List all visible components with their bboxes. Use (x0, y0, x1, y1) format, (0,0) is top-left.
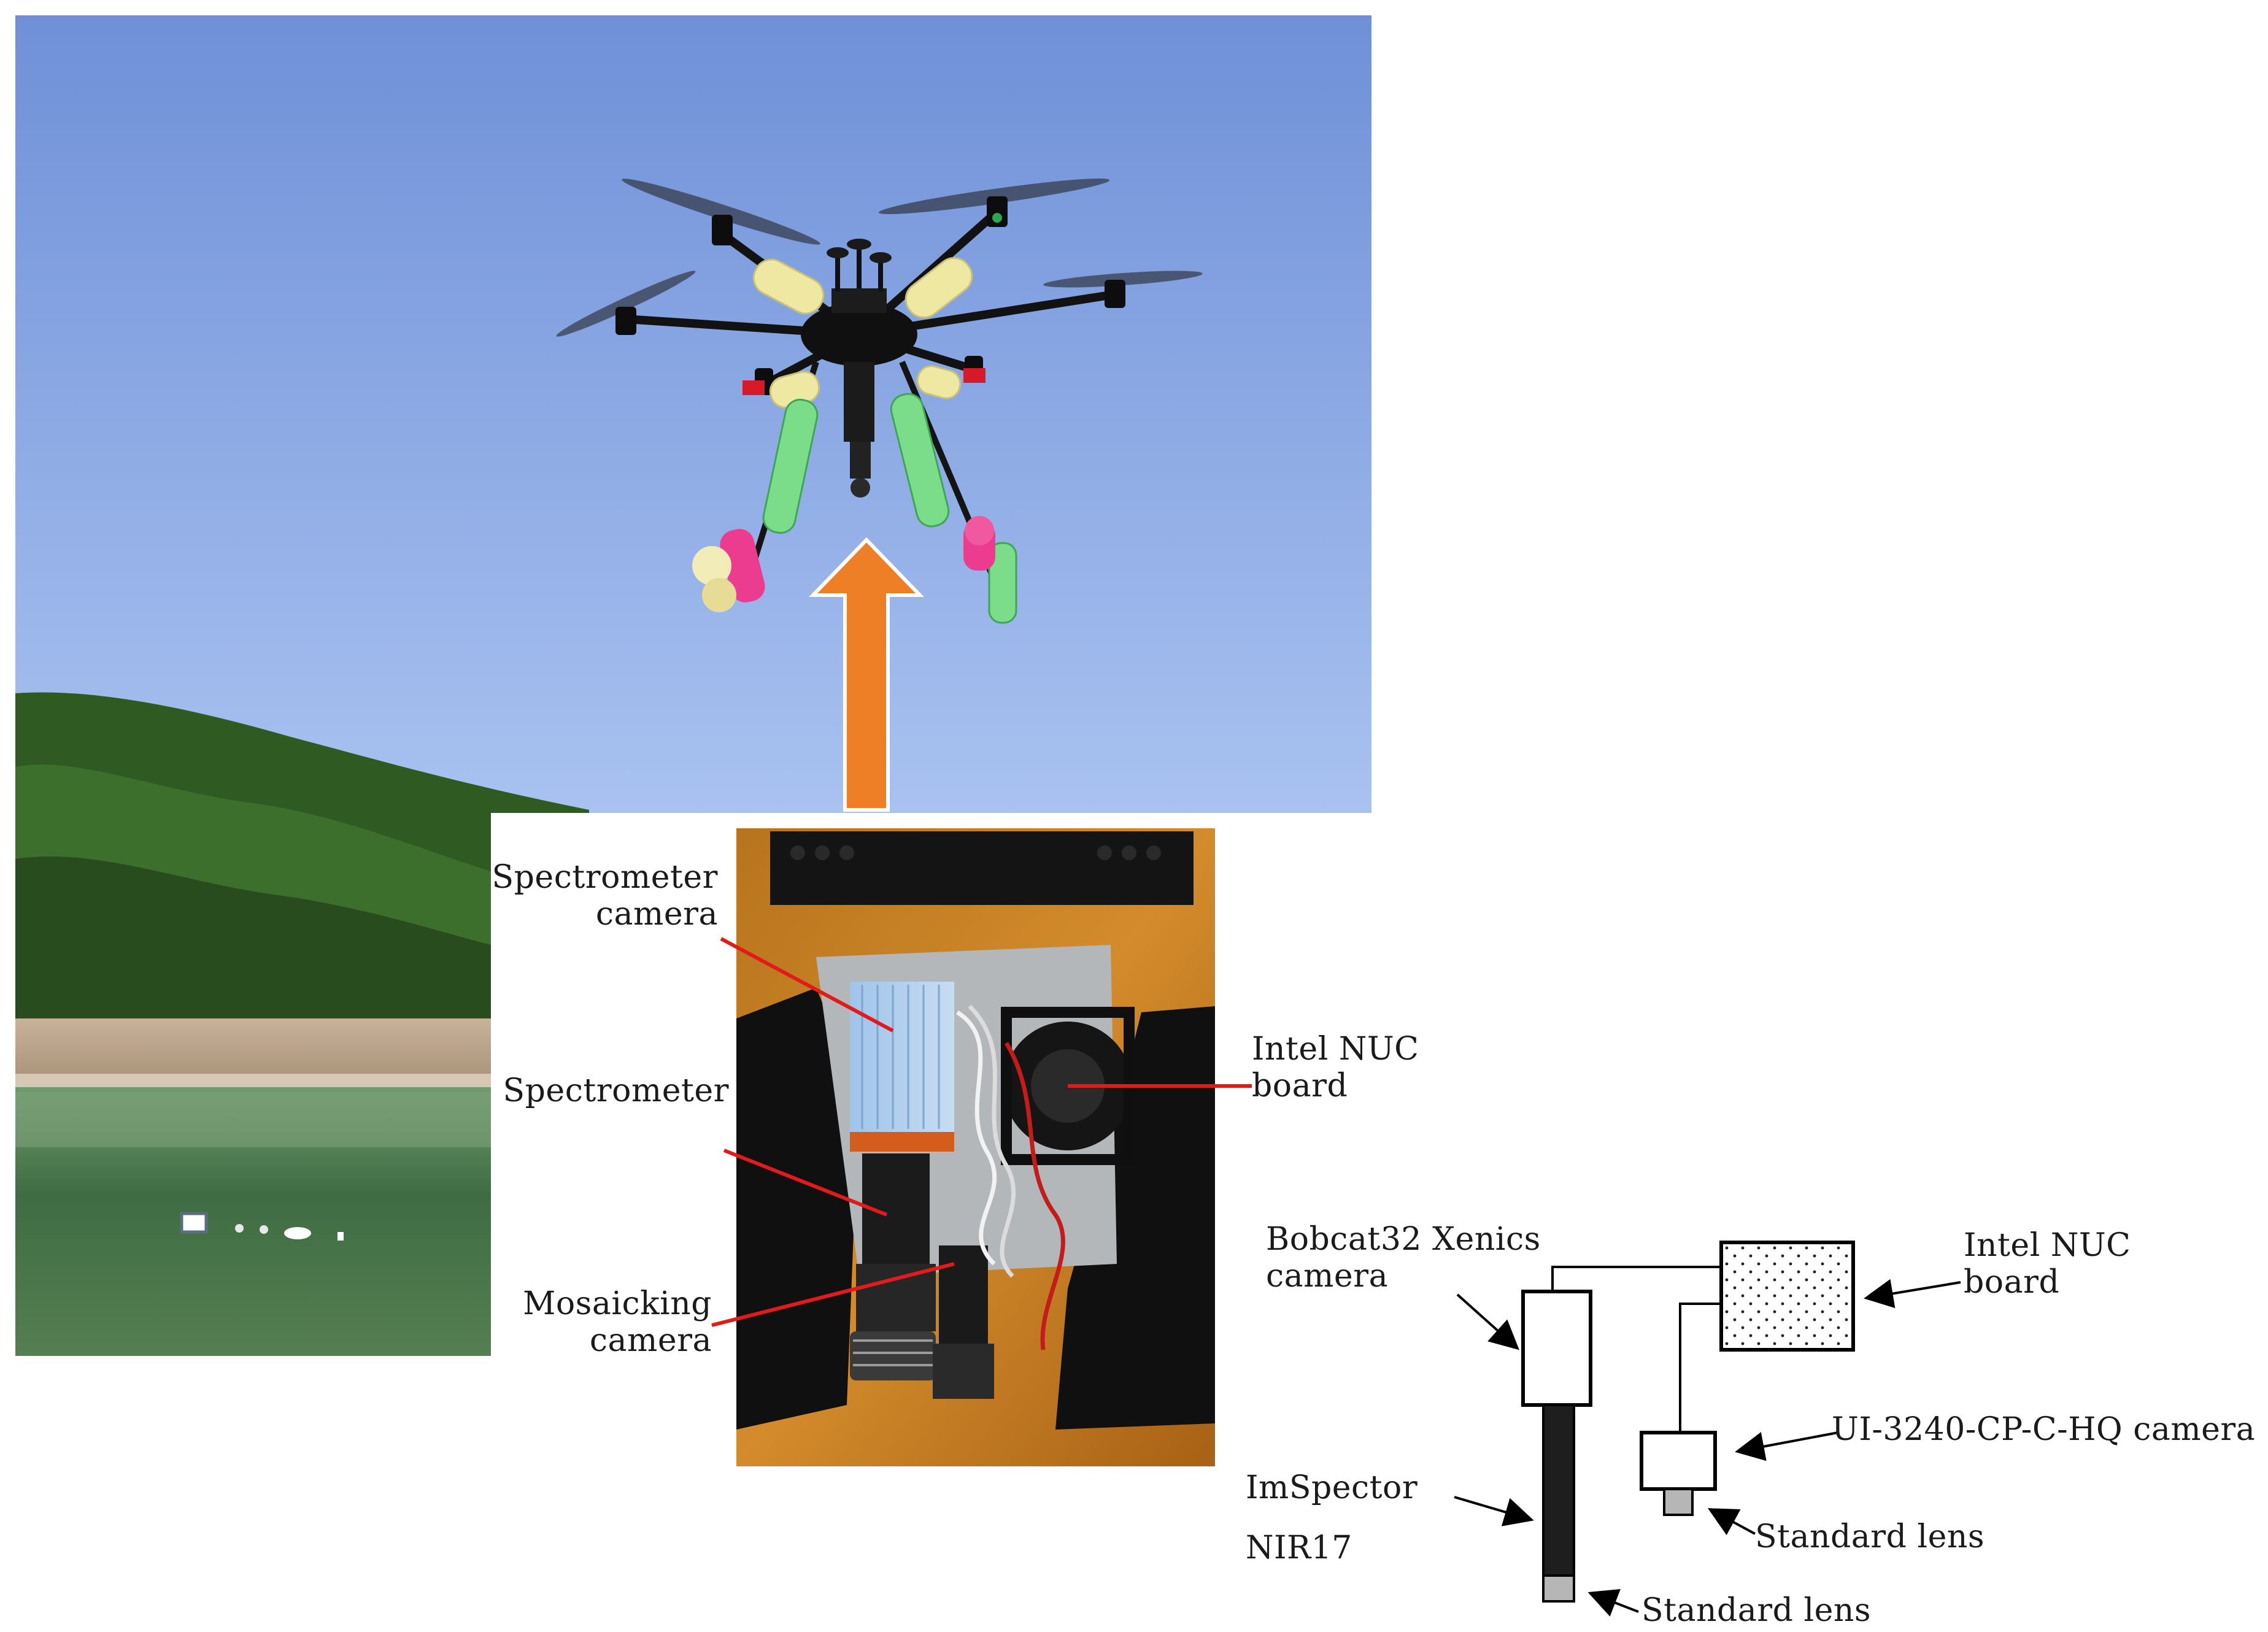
label-intel-nuc-photo: Intel NUC board (1252, 1031, 1419, 1104)
label-imspector: ImSpector NIR17 (1246, 1469, 1418, 1566)
label-ui-camera: UI-3240-CP-C-HQ camera (1832, 1411, 2256, 1448)
label-mosaicking-camera: Mosaicking camera (523, 1285, 712, 1359)
schematic-ui-lens (1663, 1488, 1694, 1516)
floating-panel (180, 1212, 208, 1234)
photo-leader-lines (711, 937, 1252, 1327)
hexacopter-drone (556, 179, 1203, 624)
schematic-wires (1551, 1266, 1721, 1433)
label-spectrometer: Spectrometer (503, 1072, 729, 1109)
label-standard-lens-bobcat: Standard lens (1641, 1592, 1872, 1629)
label-standard-lens-ui: Standard lens (1755, 1518, 1985, 1555)
mosaicking-camera-body (939, 1245, 988, 1350)
label-spectrometer-camera: Spectrometer camera (492, 859, 718, 933)
spectrometer-body (862, 1153, 930, 1270)
schematic-bobcat-camera-box (1521, 1290, 1592, 1407)
schematic-ui-camera-box (1640, 1431, 1717, 1491)
label-bobcat-camera: Bobcat32 Xenics camera (1266, 1221, 1541, 1295)
orange-arrow (808, 537, 925, 812)
schematic-arrows (1454, 1279, 1961, 1617)
schematic-intel-nuc-box (1719, 1241, 1855, 1352)
schematic-imspector-rod (1542, 1404, 1575, 1581)
spectrometer-camera-body (850, 982, 954, 1132)
payload-white-panel (491, 813, 758, 1356)
sky (15, 15, 1371, 813)
schematic-bobcat-lens (1542, 1574, 1575, 1603)
label-intel-nuc-schematic: Intel NUC board (1964, 1227, 2131, 1301)
